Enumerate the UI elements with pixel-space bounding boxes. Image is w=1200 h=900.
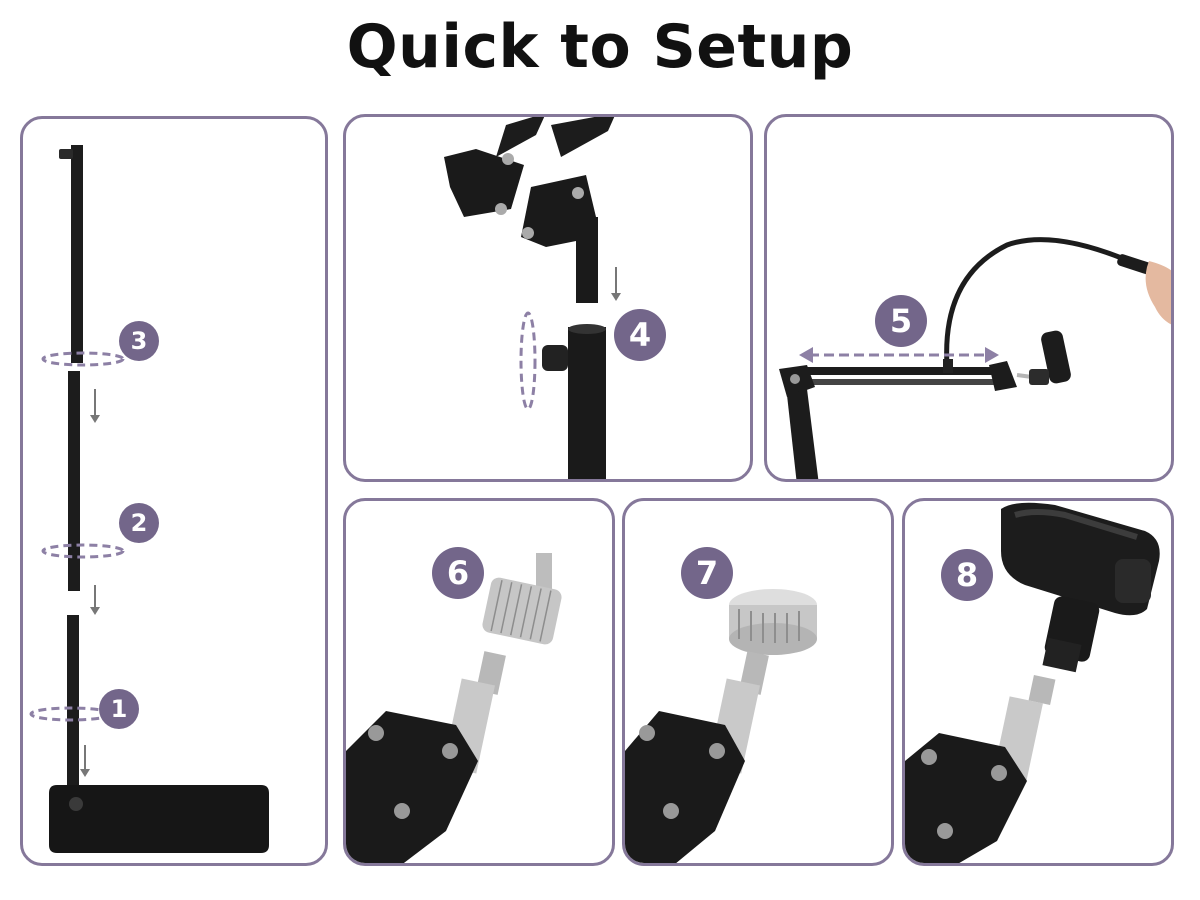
panel-pole-assembly: 3 2 1 [20, 116, 328, 866]
step-badge-2: 2 [119, 503, 159, 543]
mic-clip-illustration [905, 502, 1160, 863]
panel-step-6: 6 [343, 498, 615, 866]
step-badge-1: 1 [99, 689, 139, 729]
arm-mount-illustration [444, 117, 621, 479]
panel-step-5: 5 [764, 114, 1174, 482]
step-badge-4: 4 [614, 309, 666, 361]
step-badge-3: 3 [119, 321, 159, 361]
panel-step-8: 8 [902, 498, 1174, 866]
mic-adapter-illustration [625, 589, 817, 863]
page-title: Quick to Setup [346, 12, 854, 82]
panel-step-4: 4 [343, 114, 753, 482]
arm-extension-illustration [779, 237, 1171, 479]
step-badge-6: 6 [432, 547, 484, 599]
step-badge-8: 8 [941, 549, 993, 601]
step-badge-5: 5 [875, 295, 927, 347]
step-badge-7: 7 [681, 547, 733, 599]
pole-assembly-illustration [29, 145, 269, 853]
screw-adapter-illustration [346, 553, 562, 863]
panel-step-7: 7 [622, 498, 894, 866]
